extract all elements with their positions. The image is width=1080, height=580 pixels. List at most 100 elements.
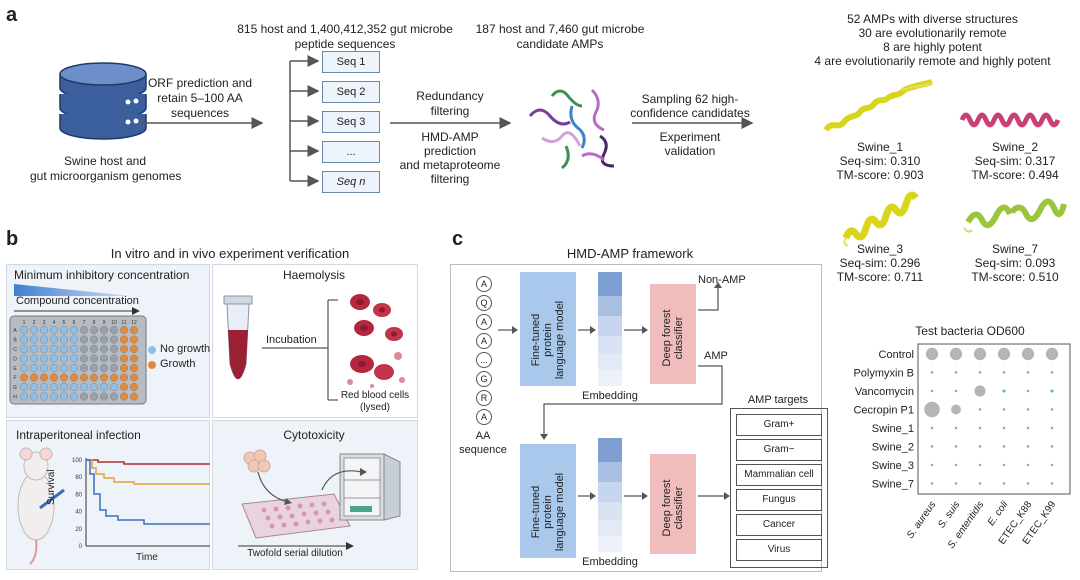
dotplot-dot xyxy=(978,445,982,448)
plate-well xyxy=(60,364,69,373)
df-block-bottom xyxy=(650,454,696,554)
plm-top-label: Fine-tuned protein language model xyxy=(530,281,566,399)
swine3-name: Swine_3 xyxy=(856,242,904,256)
df-bottom-2: classifier xyxy=(673,486,685,530)
plate-col-label: 7 xyxy=(83,320,86,326)
cell-culture-icon xyxy=(243,449,271,473)
targets-title: AMP targets xyxy=(747,394,809,406)
targets-frame xyxy=(730,408,828,568)
plate-well xyxy=(89,373,98,382)
plate-well xyxy=(50,335,59,344)
plate-well xyxy=(89,392,98,401)
plate-well xyxy=(109,373,118,382)
twofold-label: Twofold serial dilution xyxy=(247,548,343,559)
plate-well xyxy=(30,335,39,344)
plate-well xyxy=(119,335,128,344)
amp-label: AMP xyxy=(704,350,728,362)
plate-well xyxy=(89,382,98,391)
survival-curve-orange xyxy=(86,459,210,485)
plm-bottom-1: Fine-tuned xyxy=(530,485,542,539)
plate-well xyxy=(99,345,108,354)
plate-well xyxy=(70,354,79,363)
dotplot-dot xyxy=(1050,426,1054,430)
plate-well xyxy=(50,325,59,334)
dotplot-dot xyxy=(1026,445,1030,448)
plate-col-label: 6 xyxy=(73,320,76,326)
genomes-label-2: gut microorganism genomes xyxy=(30,169,182,183)
haemolysis-title: Haemolysis xyxy=(282,268,345,282)
plate-well xyxy=(79,364,88,373)
df-bottom-1: Deep forest xyxy=(661,479,673,537)
incubation-bracket xyxy=(262,299,338,401)
summary-line-1: 52 AMPs with diverse structures xyxy=(847,12,1018,26)
amp-target-item: Mammalian cell xyxy=(736,464,822,486)
plate-well xyxy=(30,364,39,373)
cyto-arrows xyxy=(257,468,367,505)
chart-title: Test bacteria OD600 xyxy=(870,324,1070,338)
df-top-label: Deep forest classifier xyxy=(661,288,685,388)
dotplot-dot xyxy=(954,371,958,374)
plate-well xyxy=(89,345,98,354)
well-plate-icon xyxy=(241,493,351,539)
plate-well xyxy=(70,325,79,334)
survival-ytick: 40 xyxy=(75,510,82,516)
plate-well xyxy=(30,392,39,401)
plate-well xyxy=(99,354,108,363)
dotplot-dot xyxy=(1026,408,1030,411)
red-blood-cells-icon xyxy=(350,294,403,341)
plate-well xyxy=(40,335,49,344)
swine2-seqsim: Seq-sim: 0.317 xyxy=(974,154,1056,168)
mic-title: Minimum inhibitory concentration xyxy=(14,268,190,282)
plate-well xyxy=(129,325,138,334)
dotplot-row-label: Control xyxy=(879,349,914,361)
experiment-label-2: validation xyxy=(664,144,716,158)
plm-top-2: protein xyxy=(542,323,554,357)
swine2-name: Swine_2 xyxy=(991,140,1039,154)
swine1-name: Swine_1 xyxy=(856,140,904,154)
plate-well xyxy=(60,325,69,334)
dotplot-dot xyxy=(1002,463,1006,467)
plate-row-label: B xyxy=(13,338,17,344)
survival-plot: 100 80 60 40 20 0 xyxy=(72,458,210,550)
survival-ytick: 80 xyxy=(75,475,82,481)
dotplot-row-label: Vancomycin xyxy=(855,386,914,398)
df-top-2: classifier xyxy=(673,316,685,360)
survival-label: Survival xyxy=(46,469,57,505)
plate-well xyxy=(19,335,28,344)
plate-well xyxy=(50,345,59,354)
plate-well xyxy=(79,325,88,334)
peptides-label-1: 815 host and 1,400,412,352 gut microbe xyxy=(237,22,453,36)
dotplot-dot xyxy=(925,347,939,361)
dotplot-dot xyxy=(978,371,982,374)
plate-row-label: C xyxy=(13,347,17,353)
plate-row-label: D xyxy=(13,357,17,363)
survival-ytick: 20 xyxy=(75,527,82,533)
dotplot-dot xyxy=(973,347,987,361)
seq-box-3: Seq 3 xyxy=(322,111,380,133)
plate-col-label: 9 xyxy=(103,320,106,326)
aa-seq-label-2: sequence xyxy=(459,444,507,456)
redundancy-label-2: filtering xyxy=(430,104,470,118)
embedding-bar-bottom xyxy=(598,438,622,552)
survival-ytick: 100 xyxy=(72,458,83,464)
survival-ytick: 60 xyxy=(75,492,82,498)
panel-b-letter: b xyxy=(6,228,19,250)
amp-target-item: Gram− xyxy=(736,439,822,461)
sampling-label-2: confidence candidates xyxy=(630,106,750,120)
dotplot-col-label: E. coli xyxy=(986,499,1011,528)
dotplot-col-label: S. aureus xyxy=(905,499,939,540)
dotplot-dot xyxy=(954,445,958,448)
aa-residue: A xyxy=(476,314,492,330)
plate-well xyxy=(129,354,138,363)
dotplot-row-label: Swine_2 xyxy=(872,442,914,454)
plate-well xyxy=(60,345,69,354)
plate-well xyxy=(119,382,128,391)
dotplot-dot xyxy=(930,389,934,393)
dotplot-dot xyxy=(1026,426,1030,430)
incubation-label: Incubation xyxy=(266,334,317,346)
plate-row-label: F xyxy=(13,376,16,382)
plm-bottom-3: language model xyxy=(554,472,566,552)
plate-col-label: 8 xyxy=(93,320,96,326)
lysed-cells-icon xyxy=(347,352,405,388)
survival-ytick: 0 xyxy=(79,544,83,550)
